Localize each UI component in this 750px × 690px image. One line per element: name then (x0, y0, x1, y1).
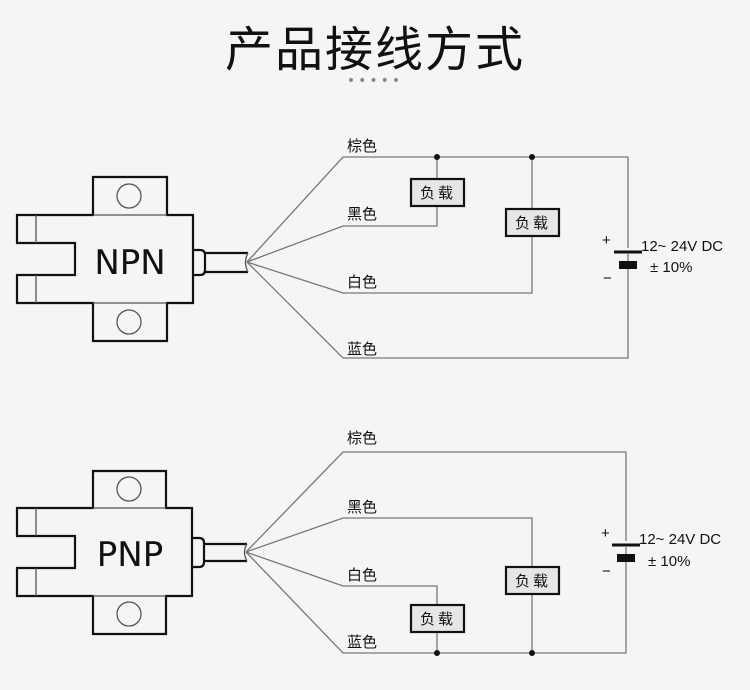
svg-text:负载: 负载 (420, 610, 456, 628)
npn-model-label: NPN (94, 243, 165, 283)
npn-load-1: 负载 (409, 177, 466, 208)
npn-diagram: NPN 棕色 黑色 白色 蓝色 负载 负载 (15, 137, 723, 359)
page-title: 产品接线方式 (224, 22, 525, 78)
battery-minus-sign: − (602, 563, 611, 580)
npn-wire-label-black: 黑色 (347, 205, 377, 223)
svg-text:负载: 负载 (515, 572, 551, 590)
npn-sensor-body: NPN (15, 175, 249, 343)
junction-dot (529, 650, 535, 656)
pnp-model-label: PNP (97, 535, 163, 575)
npn-wire-label-blue: 蓝色 (347, 340, 377, 358)
pnp-diagram: PNP 棕色 黑色 白色 蓝色 负载 负载 + − (15, 429, 721, 656)
pnp-wire-label-brown: 棕色 (347, 429, 377, 447)
battery-plus-sign: + (601, 525, 610, 542)
mounting-hole-icon (116, 476, 142, 502)
battery-minus-sign: − (603, 270, 612, 287)
supply-tolerance-label: ± 10% (648, 553, 690, 570)
npn-load-2: 负载 (504, 207, 561, 238)
mounting-hole-icon (116, 309, 142, 335)
pnp-sensor-body: PNP (15, 469, 248, 636)
supply-voltage-label: 12~ 24V DC (641, 238, 723, 255)
pnp-wire-label-white: 白色 (347, 566, 377, 584)
npn-power-supply: + − 12~ 24V DC ± 10% (602, 232, 723, 287)
svg-text:负载: 负载 (420, 184, 456, 202)
npn-wire-label-brown: 棕色 (347, 137, 377, 155)
pnp-load-1: 负载 (409, 603, 466, 634)
pnp-load-2: 负载 (504, 565, 561, 596)
pnp-wire-label-black: 黑色 (347, 498, 377, 516)
mounting-hole-icon (116, 601, 142, 627)
pnp-wire-label-blue: 蓝色 (347, 633, 377, 651)
npn-wire-label-white: 白色 (347, 273, 377, 291)
junction-dot (434, 650, 440, 656)
junction-dot (434, 154, 440, 160)
title-divider-dots: ••••• (346, 73, 404, 89)
svg-text:负载: 负载 (515, 214, 551, 232)
mounting-hole-icon (116, 183, 142, 209)
junction-dot (529, 154, 535, 160)
battery-plus-sign: + (602, 232, 611, 249)
supply-tolerance-label: ± 10% (650, 259, 692, 276)
supply-voltage-label: 12~ 24V DC (639, 531, 721, 548)
pnp-power-supply: + − 12~ 24V DC ± 10% (601, 525, 721, 580)
